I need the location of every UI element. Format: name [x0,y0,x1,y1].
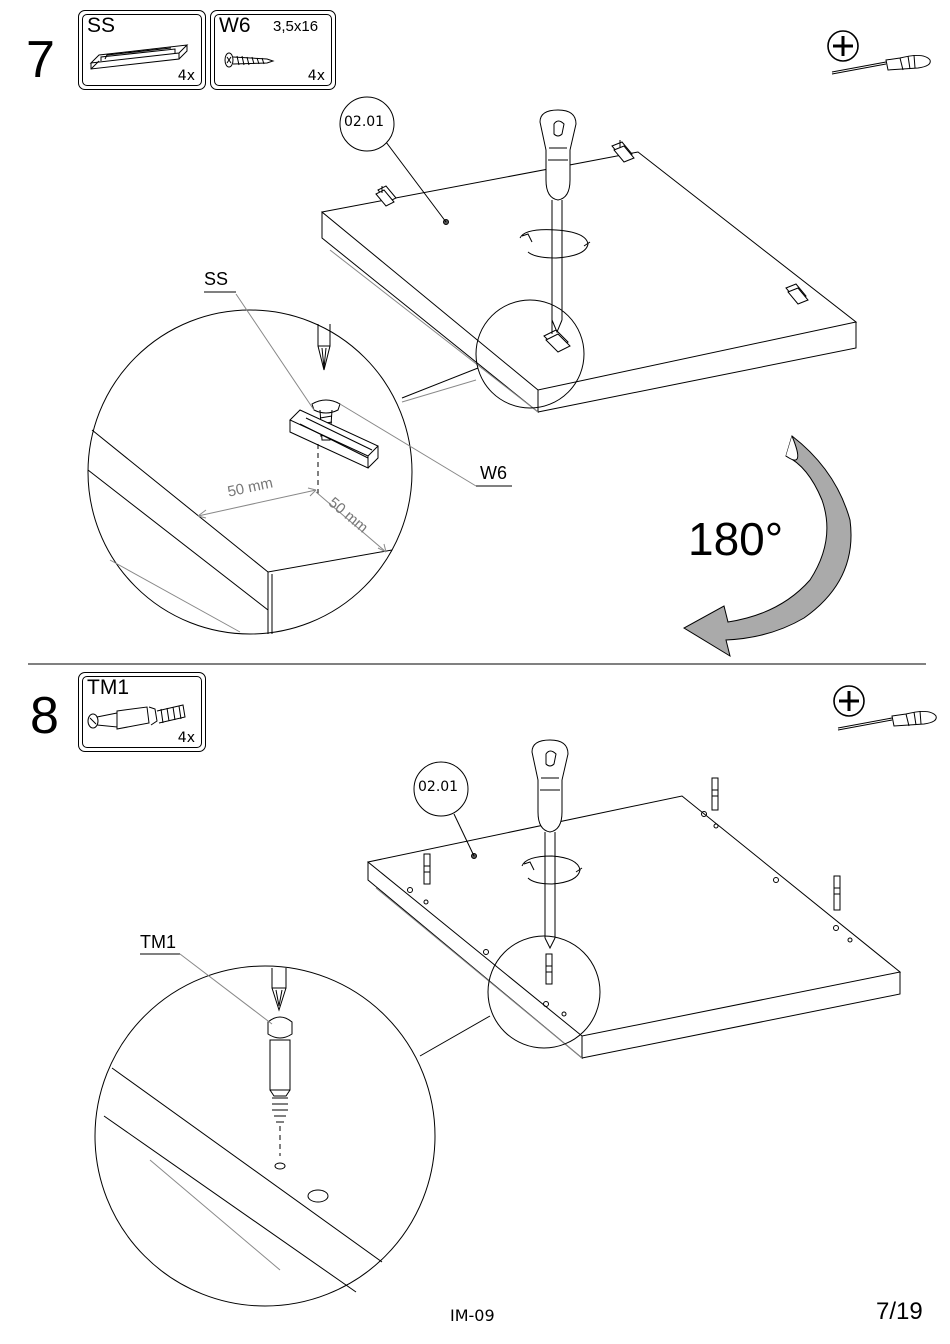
panel-label-8: 02.01 [418,779,458,795]
page-number: 7/19 [876,1298,923,1326]
connector-on-panel-2 [712,778,718,810]
detail-circle-8 [95,966,435,1306]
panel-top-8 [368,796,900,1036]
connector-on-panel-4 [546,954,552,984]
connector-on-panel-1 [424,854,430,884]
document-code: IM-09 [450,1306,495,1325]
detail-label-tm1: TM1 [140,932,176,953]
connector-on-panel-3 [834,876,840,910]
